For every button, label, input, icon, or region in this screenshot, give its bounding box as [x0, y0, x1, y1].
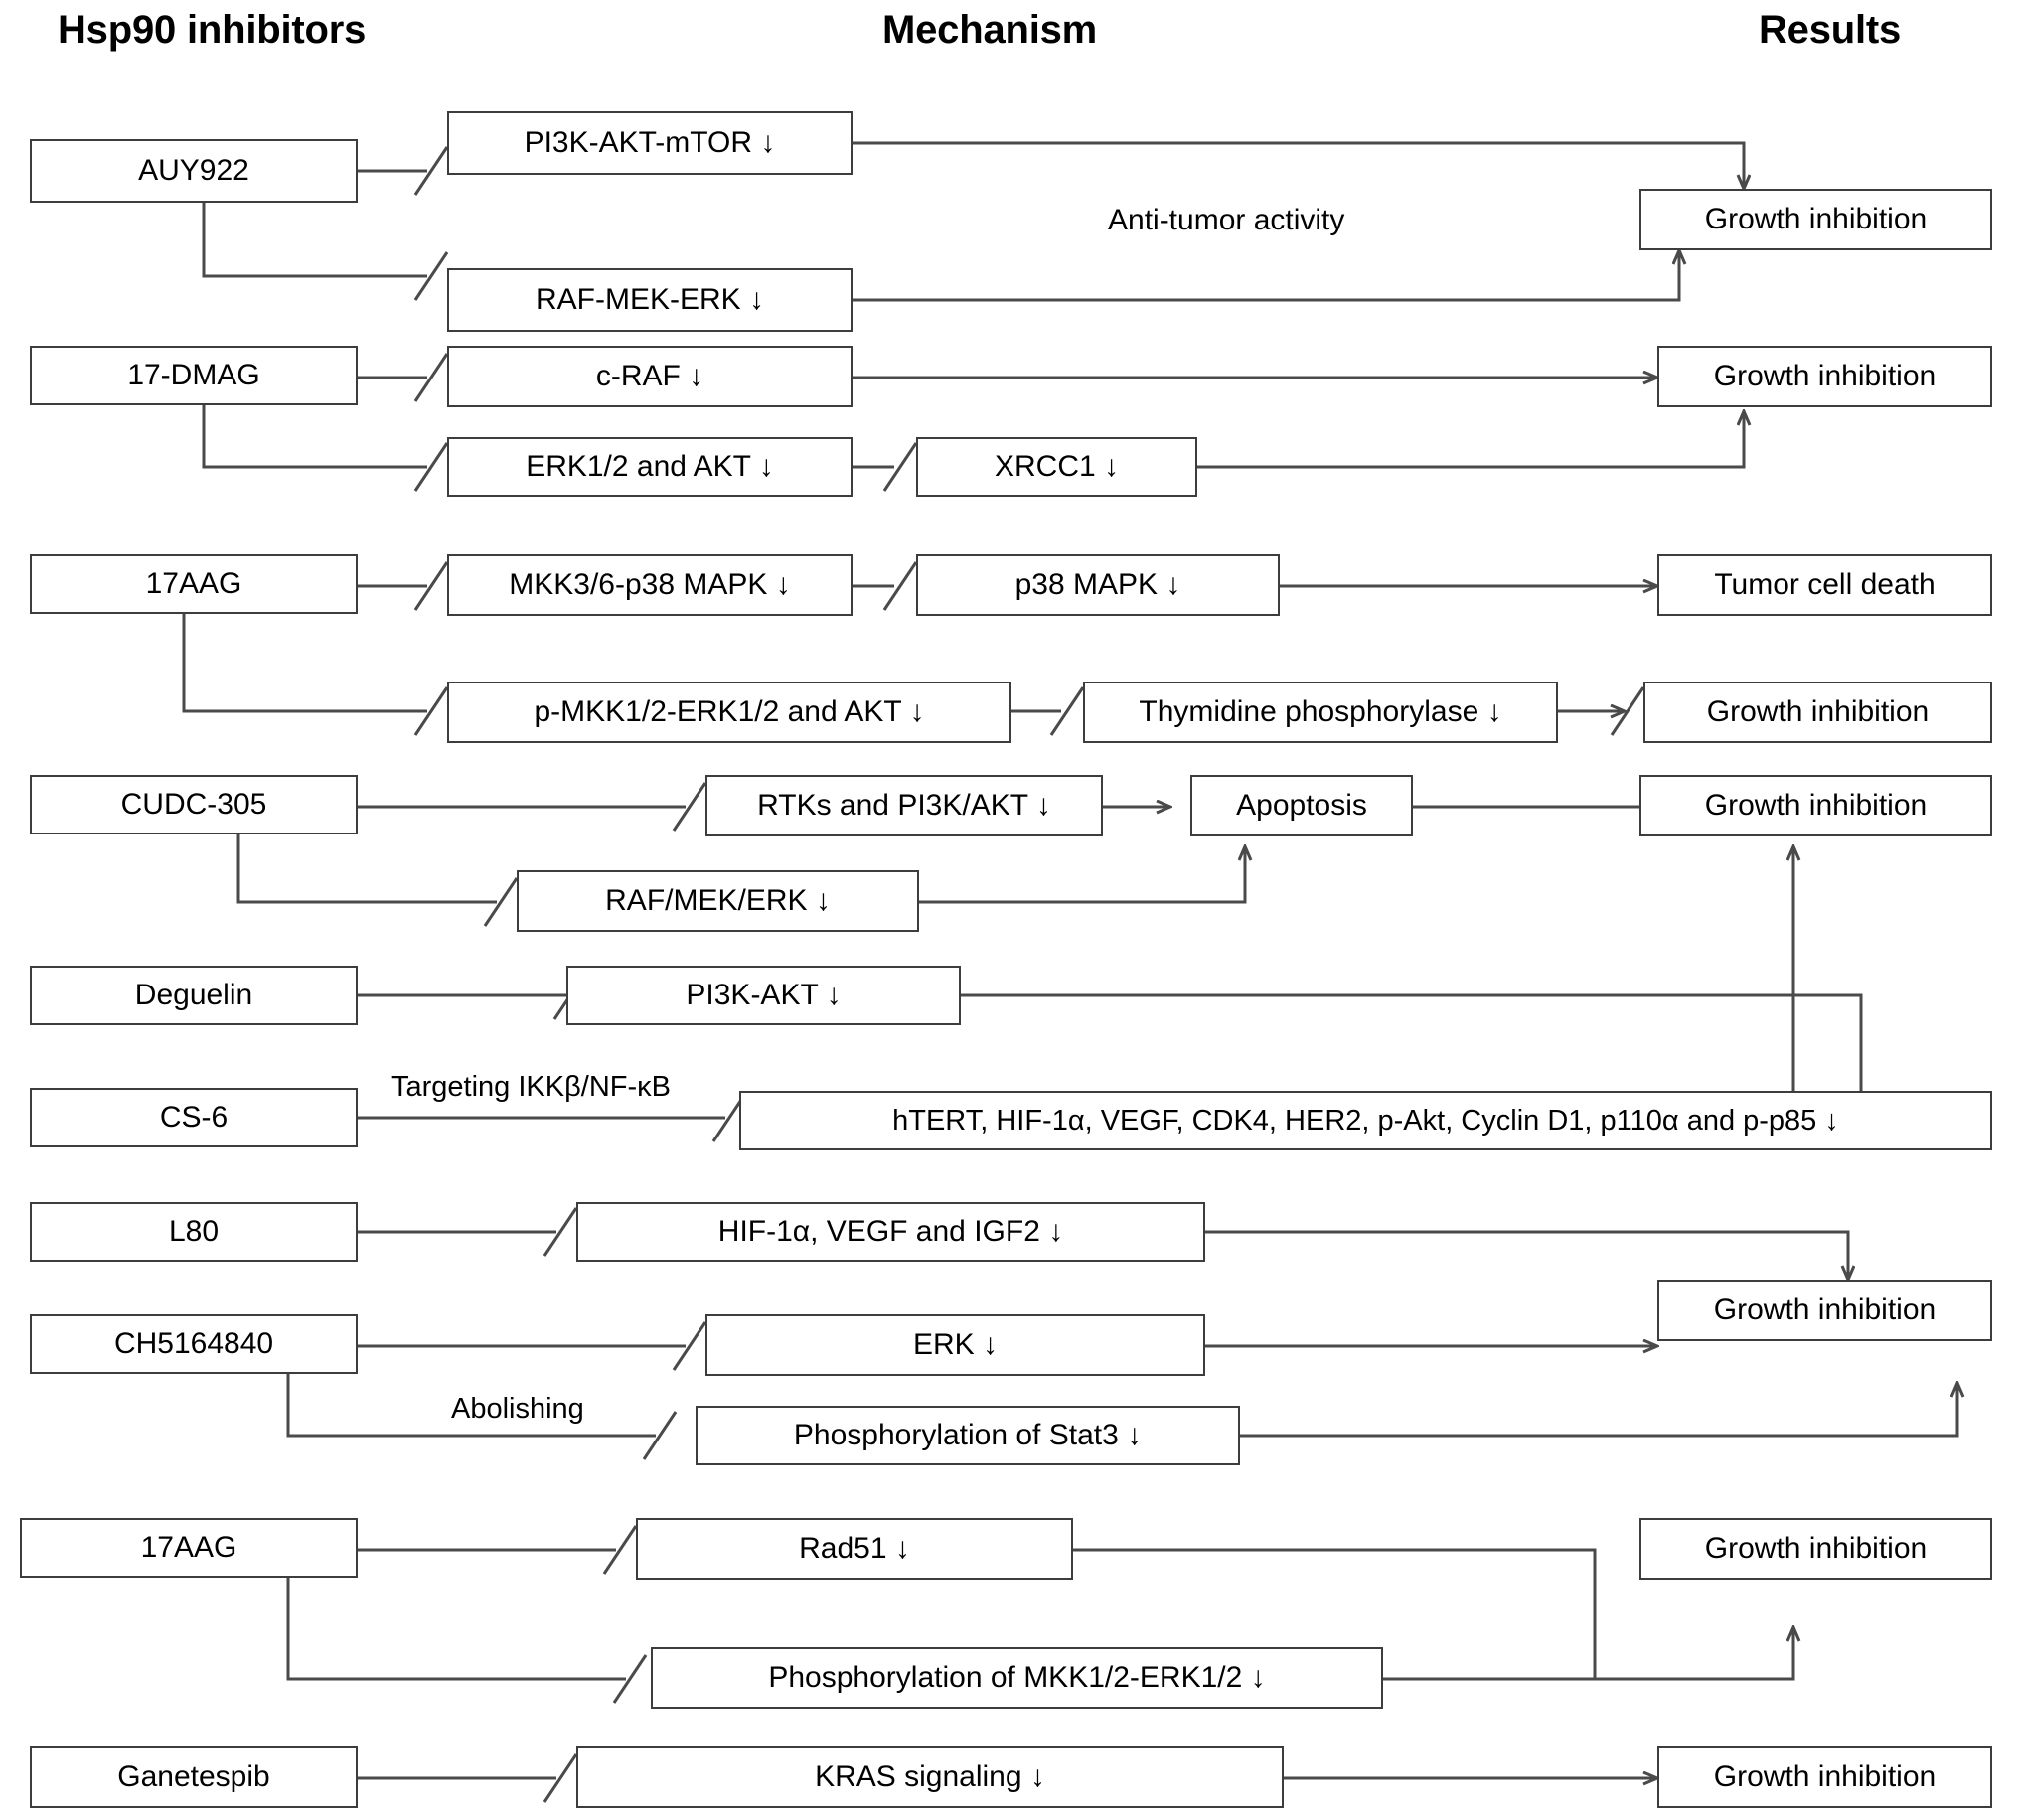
node-mechanism-kras-signaling[interactable]: KRAS signaling ↓ [576, 1746, 1284, 1808]
node-inhibitor-auy922[interactable]: AUY922 [30, 139, 358, 203]
node-mechanism-rad51[interactable]: Rad51 ↓ [636, 1518, 1073, 1580]
node-mechanism-c-raf[interactable]: c-RAF ↓ [447, 346, 853, 407]
node-result-tumor-cell-death[interactable]: Tumor cell death [1657, 554, 1992, 616]
edge-label-targeting-ikk-nfkb: Targeting IKKβ/NF-κB [389, 1071, 673, 1104]
node-mechanism-p-mkk12-erk12-and-akt[interactable]: p-MKK1/2-ERK1/2 and AKT ↓ [447, 682, 1011, 743]
node-inhibitor-ch5164840[interactable]: CH5164840 [30, 1314, 358, 1374]
node-mechanism-apoptosis[interactable]: Apoptosis [1190, 775, 1413, 836]
node-mechanism-pi3k-akt-mtor[interactable]: PI3K-AKT-mTOR ↓ [447, 111, 853, 175]
node-mechanism-erk12-and-akt[interactable]: ERK1/2 and AKT ↓ [447, 437, 853, 497]
label-anti-tumor-activity: Anti-tumor activity [1108, 204, 1345, 236]
node-mechanism-raf-mek-erk-slash[interactable]: RAF/MEK/ERK ↓ [517, 870, 919, 932]
column-header-results: Results [1759, 8, 1902, 52]
node-inhibitor-cudc-305[interactable]: CUDC-305 [30, 775, 358, 834]
node-mechanism-erk[interactable]: ERK ↓ [705, 1314, 1205, 1376]
node-result-growth-inhibition-dmag[interactable]: Growth inhibition [1657, 346, 1992, 407]
node-inhibitor-cs-6[interactable]: CS-6 [30, 1088, 358, 1147]
node-inhibitor-l80[interactable]: L80 [30, 1202, 358, 1262]
node-mechanism-phosphorylation-of-stat3[interactable]: Phosphorylation of Stat3 ↓ [696, 1406, 1240, 1465]
node-mechanism-thymidine-phosphorylase[interactable]: Thymidine phosphorylase ↓ [1083, 682, 1558, 743]
node-mechanism-pi3k-akt[interactable]: PI3K-AKT ↓ [566, 966, 961, 1025]
node-inhibitor-17aag-a[interactable]: 17AAG [30, 554, 358, 614]
node-mechanism-phosphorylation-mkk12-erk12[interactable]: Phosphorylation of MKK1/2-ERK1/2 ↓ [651, 1647, 1383, 1709]
node-result-growth-inhibition-auy922[interactable]: Growth inhibition [1639, 189, 1992, 250]
node-result-growth-inhibition-17aag-b[interactable]: Growth inhibition [1639, 1518, 1992, 1580]
node-inhibitor-ganetespib[interactable]: Ganetespib [30, 1746, 358, 1808]
node-mechanism-rtks-and-pi3k-akt[interactable]: RTKs and PI3K/AKT ↓ [705, 775, 1103, 836]
node-mechanism-raf-mek-erk[interactable]: RAF-MEK-ERK ↓ [447, 268, 853, 332]
node-result-growth-inhibition-cudc[interactable]: Growth inhibition [1639, 775, 1992, 836]
node-result-growth-inhibition-ganetespib[interactable]: Growth inhibition [1657, 1746, 1992, 1808]
node-inhibitor-17aag-b[interactable]: 17AAG [20, 1518, 358, 1578]
node-inhibitor-deguelin[interactable]: Deguelin [30, 966, 358, 1025]
edge-label-abolishing: Abolishing [449, 1393, 586, 1426]
node-result-growth-inhibition-17aag-a[interactable]: Growth inhibition [1643, 682, 1992, 743]
node-mechanism-xrcc1[interactable]: XRCC1 ↓ [916, 437, 1197, 497]
node-inhibitor-17-dmag[interactable]: 17-DMAG [30, 346, 358, 405]
column-header-mechanism: Mechanism [882, 8, 1098, 52]
node-mechanism-hif1a-vegf-igf2[interactable]: HIF-1α, VEGF and IGF2 ↓ [576, 1202, 1205, 1262]
column-header-inhibitors: Hsp90 inhibitors [58, 8, 367, 52]
node-mechanism-mkk36-p38-mapk[interactable]: MKK3/6-p38 MAPK ↓ [447, 554, 853, 616]
node-mechanism-cs6-targets[interactable]: hTERT, HIF-1α, VEGF, CDK4, HER2, p-Akt, … [739, 1091, 1992, 1150]
node-result-growth-inhibition-l80[interactable]: Growth inhibition [1657, 1280, 1992, 1341]
node-mechanism-p38-mapk[interactable]: p38 MAPK ↓ [916, 554, 1280, 616]
